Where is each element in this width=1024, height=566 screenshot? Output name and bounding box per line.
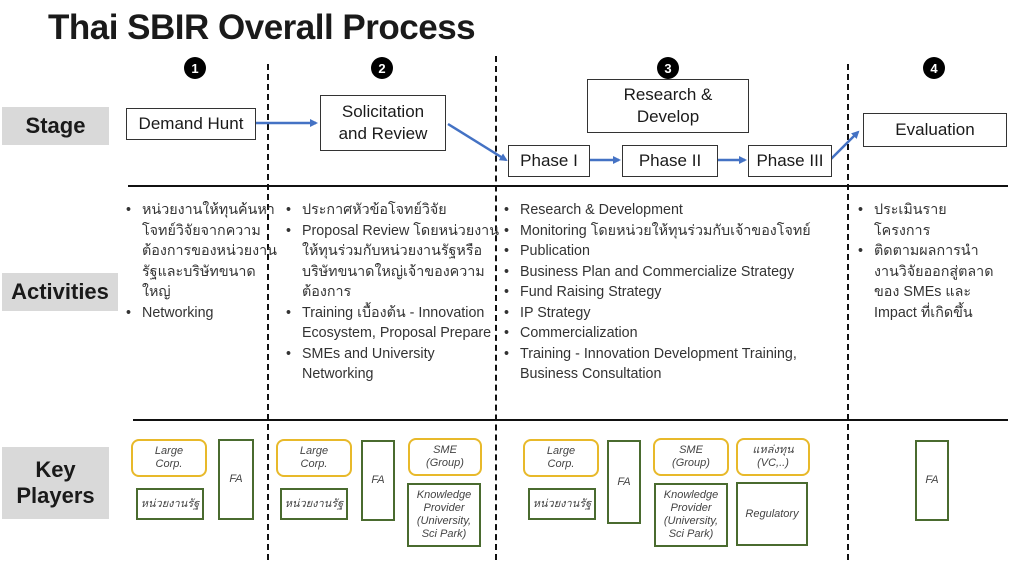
activity-item: Fund Raising Strategy: [504, 282, 838, 303]
row-separator-2: [133, 419, 1008, 421]
player-regulatory: Regulatory: [736, 482, 808, 546]
activities-col-4: ประเมินรายโครงการ ติดตามผลการนำงานวิจัยอ…: [856, 200, 1002, 323]
step-number-3: 3: [657, 57, 679, 79]
player-gov-agency: หน่วยงานรัฐ: [280, 488, 348, 520]
player-knowledge-provider: Knowledge Provider (University, Sci Park…: [654, 483, 728, 547]
activity-item: หน่วยงานให้ทุนค้นหาโจทย์วิจัยจากความต้อง…: [126, 200, 280, 303]
player-sme-group: SME (Group): [408, 438, 482, 476]
step-number-4: 4: [923, 57, 945, 79]
player-fa: FA: [218, 439, 254, 520]
stage-solicitation-review: Solicitation and Review: [320, 95, 446, 151]
stage-research-develop: Research & Develop: [587, 79, 749, 133]
arrow-solicitation-to-phase1: [447, 122, 508, 162]
player-large-corp: Large Corp.: [523, 439, 599, 477]
activity-item: SMEs and University Networking: [286, 344, 506, 385]
activity-item: Training เบื้องต้น - Innovation Ecosyste…: [286, 303, 506, 344]
page-title: Thai SBIR Overall Process: [48, 8, 476, 47]
column-divider-3: [847, 64, 849, 560]
stage-phase-1: Phase I: [508, 145, 590, 177]
player-large-corp: Large Corp.: [276, 439, 352, 477]
activity-item: Proposal Review โดยหน่วยงานให้ทุนร่วมกับ…: [286, 221, 506, 303]
activity-item: Research & Development: [504, 200, 838, 221]
activity-item: IP Strategy: [504, 303, 838, 324]
player-fa: FA: [361, 440, 395, 521]
stage-phase-3: Phase III: [748, 145, 832, 177]
activity-item: Commercialization: [504, 323, 838, 344]
player-sme-group: SME (Group): [653, 438, 729, 476]
activity-item: ติดตามผลการนำงานวิจัยออกสู่ตลาดของ SMEs …: [858, 241, 1002, 323]
stage-evaluation: Evaluation: [863, 113, 1007, 147]
activity-item: ประเมินรายโครงการ: [858, 200, 1002, 241]
activity-item: Publication: [504, 241, 838, 262]
stage-demand-hunt: Demand Hunt: [126, 108, 256, 140]
player-large-corp: Large Corp.: [131, 439, 207, 477]
step-number-1: 1: [184, 57, 206, 79]
stage-phase-2: Phase II: [622, 145, 718, 177]
activity-item: Networking: [126, 303, 280, 324]
row-label-key-players: Key Players: [2, 447, 109, 519]
player-fa: FA: [607, 440, 641, 524]
activity-item: Business Plan and Commercialize Strategy: [504, 262, 838, 283]
activity-item: ประกาศหัวข้อโจทย์วิจัย: [286, 200, 506, 221]
player-gov-agency: หน่วยงานรัฐ: [136, 488, 204, 520]
step-number-2: 2: [371, 57, 393, 79]
activity-item: Training - Innovation Development Traini…: [504, 344, 838, 385]
player-knowledge-provider: Knowledge Provider (University, Sci Park…: [407, 483, 481, 547]
arrow-phase3-to-evaluation: [829, 130, 860, 161]
player-gov-agency: หน่วยงานรัฐ: [528, 488, 596, 520]
row-label-activities: Activities: [2, 273, 118, 311]
player-fa: FA: [915, 440, 949, 521]
activity-item: Monitoring โดยหน่วยให้ทุนร่วมกับเจ้าของโ…: [504, 221, 838, 242]
row-label-stage: Stage: [2, 107, 109, 145]
player-funding-source: แหล่งทุน (VC,..): [736, 438, 810, 476]
activities-col-1: หน่วยงานให้ทุนค้นหาโจทย์วิจัยจากความต้อง…: [124, 200, 280, 323]
activities-col-2: ประกาศหัวข้อโจทย์วิจัย Proposal Review โ…: [284, 200, 506, 385]
row-separator-1: [128, 185, 1008, 187]
activities-col-3: Research & Development Monitoring โดยหน่…: [502, 200, 838, 385]
